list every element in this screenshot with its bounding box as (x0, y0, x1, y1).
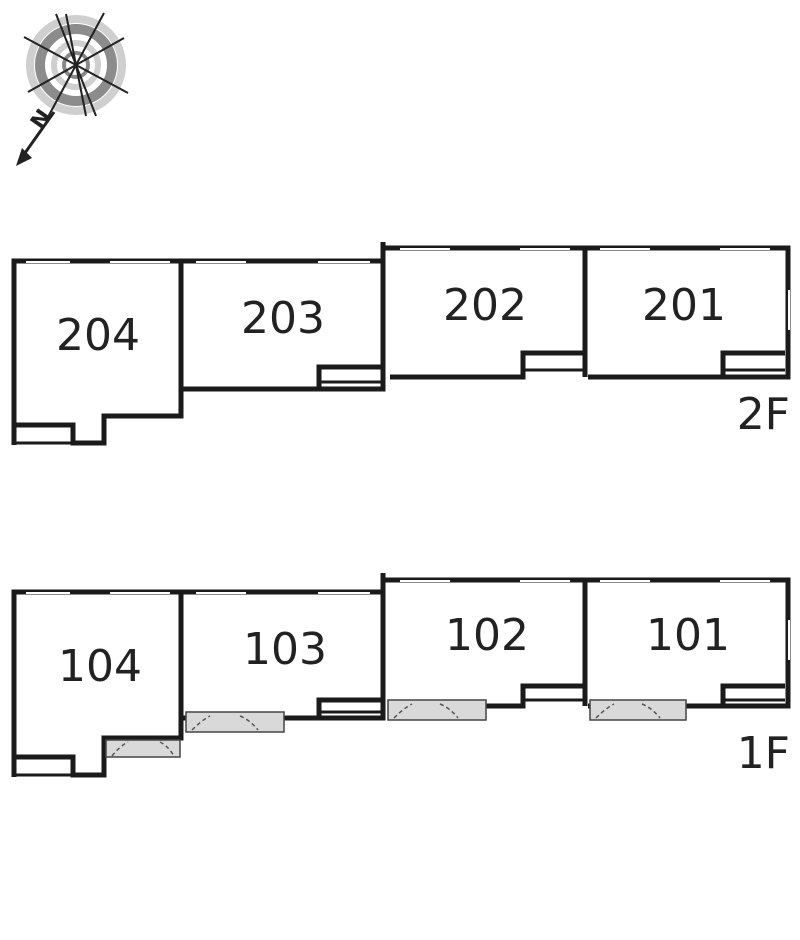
unit-104-outline (11, 589, 184, 778)
porch-102 (387, 699, 487, 721)
unit-label-103: 103 (243, 624, 327, 675)
floor-2f (11, 242, 791, 446)
porch-104 (105, 739, 181, 758)
floor-label-1f: 1F (737, 728, 790, 779)
unit-label-101: 101 (646, 610, 730, 661)
porch-103 (185, 711, 285, 733)
unit-label-203: 203 (241, 293, 325, 344)
unit-201-outline (585, 245, 791, 380)
unit-label-102: 102 (445, 610, 529, 661)
unit-label-202: 202 (443, 280, 527, 331)
porch-101 (589, 699, 687, 721)
unit-label-104: 104 (58, 641, 142, 692)
compass-rose-icon: N (16, 12, 129, 166)
entrance-porches (105, 699, 687, 758)
unit-101-outline (585, 577, 791, 709)
unit-label-201: 201 (642, 280, 726, 331)
unit-label-204: 204 (56, 310, 140, 361)
floor-label-2f: 2F (737, 389, 790, 440)
unit-204-outline (11, 258, 184, 446)
unit-203-outline (181, 258, 386, 392)
